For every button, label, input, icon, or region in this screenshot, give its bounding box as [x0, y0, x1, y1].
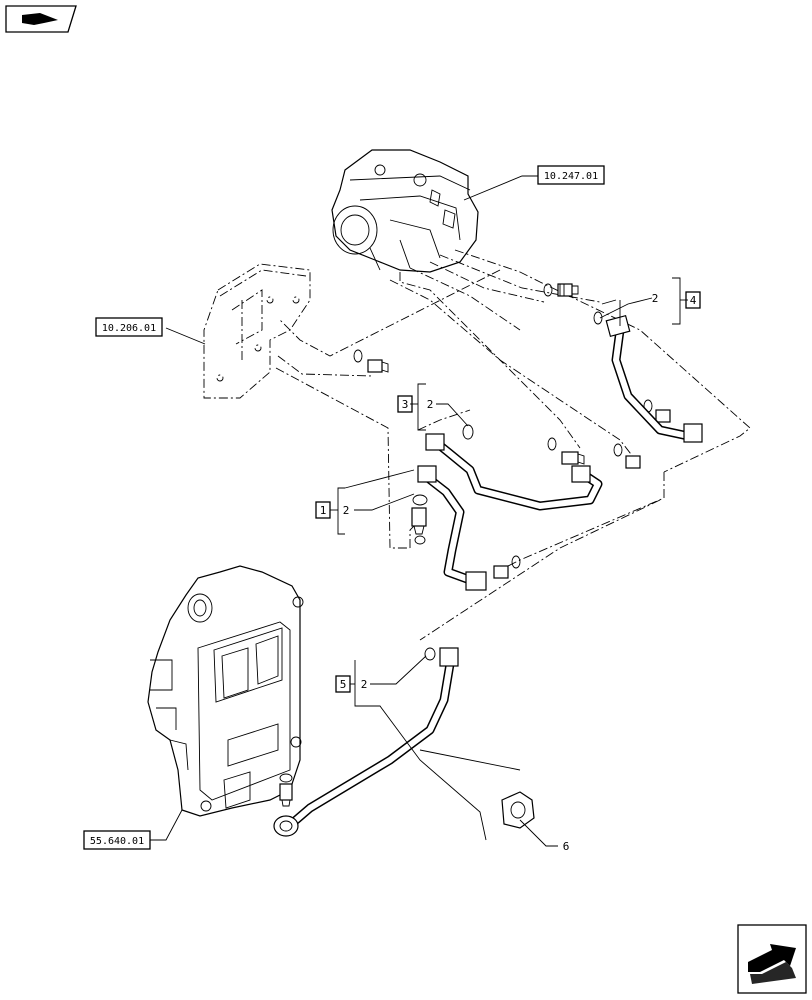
dash-leader-lines: [275, 249, 751, 641]
item-1-label: 1: [320, 504, 327, 517]
item-box-4[interactable]: 4: [685, 291, 701, 309]
leader-lines: [150, 175, 688, 847]
o-ring: [424, 647, 436, 661]
item-2-label: 2: [343, 504, 350, 517]
vehicle-top-icon[interactable]: [5, 5, 77, 33]
item-box-1[interactable]: 1: [315, 501, 331, 519]
ref-box-pump[interactable]: 10.247.01: [537, 165, 605, 185]
item-box-5[interactable]: 5: [335, 675, 351, 693]
o-ring: [414, 535, 426, 545]
ref-pump-label: 10.247.01: [544, 171, 598, 182]
ecu-drawing: [147, 565, 304, 817]
injection-pump-drawing: [331, 149, 479, 273]
item-3-label: 3: [402, 398, 409, 411]
next-page-arrow-icon[interactable]: [737, 924, 807, 994]
union-fitting: [655, 409, 671, 423]
ref-box-bracket[interactable]: 10.206.01: [95, 317, 163, 337]
pipe-5: [273, 647, 459, 837]
ref-bracket-label: 10.206.01: [102, 323, 156, 334]
union-fitting: [625, 455, 641, 469]
o-ring: [279, 773, 293, 783]
item-2-label: 2: [361, 678, 368, 691]
ref-ecu-label: 55.640.01: [90, 836, 144, 847]
union-fitting: [561, 451, 585, 465]
pipe-1: [417, 465, 487, 591]
o-ring: [543, 283, 553, 297]
bracket-drawing: [203, 263, 311, 399]
o-ring: [511, 555, 521, 569]
union-fitting: [557, 283, 579, 297]
sensor-6-drawing: [501, 791, 535, 829]
union-fitting: [493, 565, 509, 579]
item-6-label: 6: [563, 840, 570, 853]
pipe-4: [605, 314, 703, 443]
fittings: [279, 283, 671, 807]
pipe-3: [425, 433, 603, 511]
item-4-label: 4: [690, 294, 697, 307]
item-5-label: 5: [340, 678, 347, 691]
union-fitting: [367, 359, 389, 373]
o-ring: [547, 437, 557, 451]
ref-box-ecu[interactable]: 55.640.01: [83, 830, 151, 850]
union-fitting: [279, 783, 293, 807]
o-ring: [412, 494, 428, 506]
o-ring: [613, 443, 623, 457]
o-ring: [462, 424, 474, 440]
union-fitting: [411, 507, 427, 535]
item-2-label: 2: [652, 292, 659, 305]
item-2-label: 2: [427, 398, 434, 411]
o-ring: [353, 349, 363, 363]
o-ring: [593, 311, 603, 325]
item-box-3[interactable]: 3: [397, 395, 413, 413]
